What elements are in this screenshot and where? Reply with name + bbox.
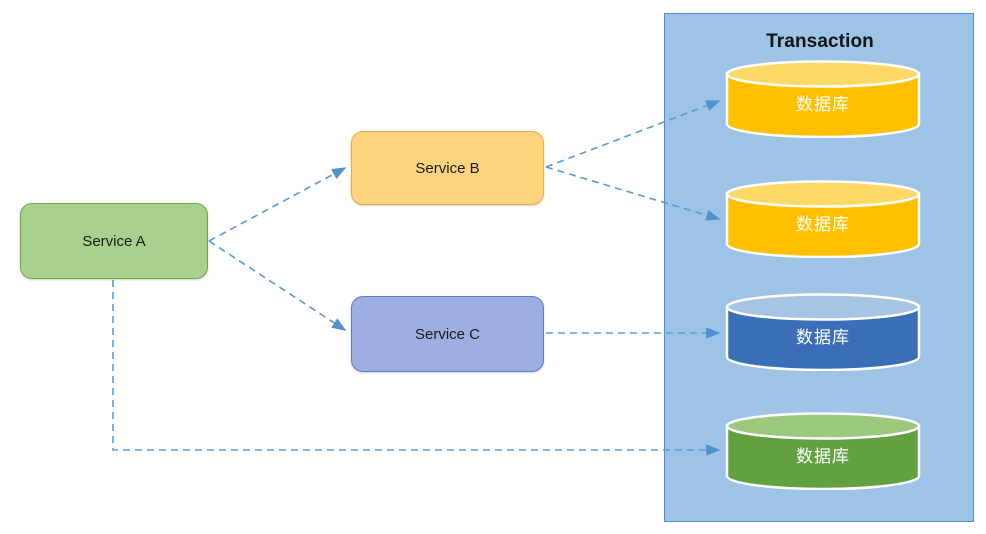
cylinder-shape-3 (725, 293, 921, 371)
cylinder-shape-4 (725, 412, 921, 490)
database-label-1: 数据库 (796, 94, 850, 114)
cylinder-shape-2 (725, 180, 921, 258)
database-label-2: 数据库 (796, 214, 850, 234)
service-c-node[interactable]: Service C (351, 296, 544, 372)
service-a-label: Service A (82, 232, 146, 250)
database-label-3: 数据库 (796, 327, 850, 347)
connector-a-to-c (208, 240, 347, 331)
transaction-panel-title: Transaction (766, 31, 874, 52)
service-c-label: Service C (414, 325, 481, 343)
database-cylinder-3[interactable]: 数据库 (725, 293, 921, 371)
service-b-label: Service B (415, 159, 480, 177)
cylinder-shape-1 (725, 60, 921, 138)
database-cylinder-2[interactable]: 数据库 (725, 180, 921, 258)
database-cylinder-1[interactable]: 数据库 (725, 60, 921, 138)
service-b-node[interactable]: Service B (351, 131, 544, 205)
database-label-4: 数据库 (796, 446, 850, 466)
connector-a-to-b (208, 167, 347, 242)
database-cylinder-4[interactable]: 数据库 (725, 412, 921, 490)
service-a-node[interactable]: Service A (20, 203, 208, 279)
